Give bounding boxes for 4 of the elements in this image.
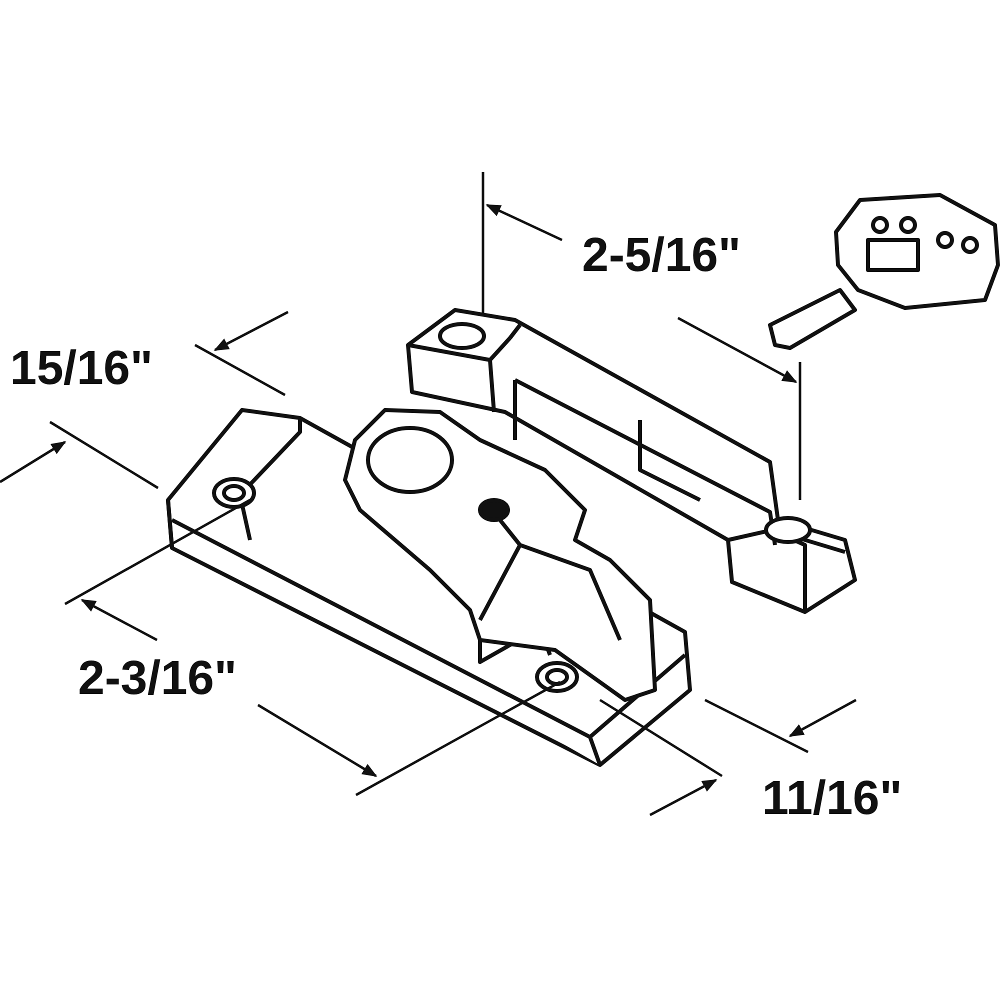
dimension-label: 15/16" (10, 345, 153, 393)
dimension-label: 2-5/16" (582, 232, 741, 280)
dimension-label: 2-3/16" (78, 655, 237, 703)
dimension-label: 11/16" (762, 775, 902, 823)
